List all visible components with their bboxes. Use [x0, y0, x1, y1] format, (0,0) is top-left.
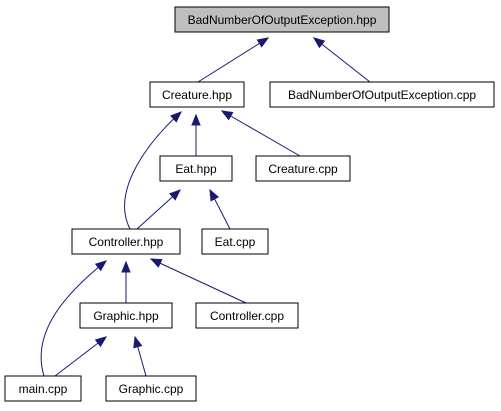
- node-label: Controller.hpp: [89, 235, 164, 249]
- node-graphic-cpp[interactable]: Graphic.cpp: [105, 375, 197, 402]
- edge-creature-cpp-to-creature-hpp: [221, 110, 301, 157]
- arrowhead: [94, 336, 108, 348]
- arrowhead: [121, 260, 131, 273]
- node-label: Eat.cpp: [215, 235, 256, 249]
- edge-bad-cpp-to-bad-hpp: [313, 37, 371, 83]
- node-graphic-hpp[interactable]: Graphic.hpp: [79, 302, 173, 329]
- node-label: main.cpp: [19, 382, 68, 396]
- node-creature-cpp[interactable]: Creature.cpp: [255, 155, 351, 182]
- arrowhead: [220, 110, 234, 121]
- node-label: BadNumberOfOutputException.hpp: [188, 13, 377, 27]
- arrowhead: [209, 188, 220, 202]
- arrowhead: [94, 260, 108, 272]
- node-label: Creature.hpp: [162, 88, 232, 102]
- node-label: Graphic.hpp: [93, 309, 159, 323]
- node-main-cpp[interactable]: main.cpp: [4, 375, 82, 402]
- edge-controller-hpp-to-creature-hpp: [124, 111, 182, 230]
- node-label: BadNumberOfOutputException.cpp: [288, 88, 476, 102]
- node-controller-hpp[interactable]: Controller.hpp: [71, 228, 181, 255]
- arrowhead: [312, 37, 326, 49]
- edge-main-cpp-to-controller-hpp: [40, 260, 107, 377]
- arrowhead: [170, 111, 182, 123]
- node-label: Controller.cpp: [210, 309, 284, 323]
- node-controller-cpp[interactable]: Controller.cpp: [195, 302, 299, 329]
- edge-creature-hpp-to-bad-hpp: [197, 37, 269, 83]
- arrowhead: [256, 37, 270, 48]
- nodes-layer: BadNumberOfOutputException.hpp Creature.…: [4, 6, 495, 402]
- node-label: Graphic.cpp: [119, 382, 184, 396]
- node-eat-cpp[interactable]: Eat.cpp: [201, 228, 269, 255]
- node-badnumberofoutputexception-cpp[interactable]: BadNumberOfOutputException.cpp: [269, 81, 495, 108]
- node-label: Creature.cpp: [268, 162, 338, 176]
- node-badnumberofoutputexception-hpp[interactable]: BadNumberOfOutputException.hpp: [174, 6, 390, 33]
- edges-layer: [40, 37, 371, 377]
- arrowheads-layer: [94, 37, 326, 349]
- edge-main-cpp-to-graphic-hpp: [54, 336, 107, 377]
- node-creature-hpp[interactable]: Creature.hpp: [149, 81, 245, 108]
- arrowhead: [191, 113, 201, 126]
- node-eat-hpp[interactable]: Eat.hpp: [159, 155, 233, 182]
- arrowhead: [133, 335, 143, 349]
- node-label: Eat.hpp: [175, 162, 217, 176]
- arrowhead: [169, 189, 181, 201]
- edge-controller-cpp-to-controller-hpp: [150, 258, 247, 304]
- arrowhead: [149, 258, 163, 268]
